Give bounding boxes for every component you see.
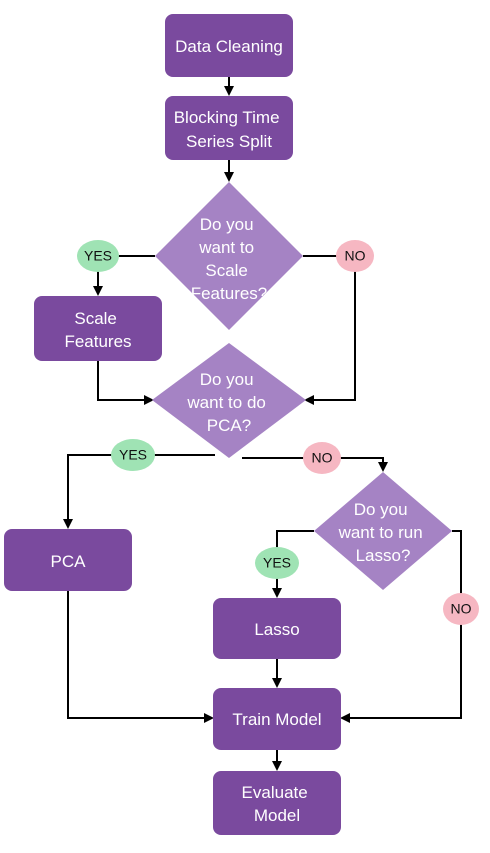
decision-pca-label: Do you want to do PCA?	[186, 370, 270, 435]
node-pca: PCA	[4, 529, 132, 591]
node-label-line: Do you	[200, 215, 254, 234]
decision-scale-features-label: Do you want to Scale Features?	[191, 215, 268, 303]
decision-lasso-label: Do you want to run Lasso?	[338, 500, 428, 565]
node-data-cleaning: Data Cleaning	[165, 14, 293, 77]
decision-lasso: Do you want to run Lasso?	[314, 472, 452, 590]
badge-yes-pca-label: YES	[119, 447, 147, 463]
decision-scale-features: Do you want to Scale Features?	[155, 182, 303, 330]
badge-yes-pca: YES	[111, 439, 155, 471]
decision-pca: Do you want to do PCA?	[152, 343, 306, 458]
node-label-line: Data Cleaning	[175, 37, 283, 56]
badge-yes-lasso-label: YES	[263, 555, 291, 571]
node-label-line: Features	[64, 332, 131, 351]
node-evaluate-model: Evaluate Model	[213, 771, 341, 835]
badge-no-pca: NO	[303, 442, 341, 474]
node-label-line: Lasso	[254, 620, 299, 639]
badge-yes-scale-label: YES	[84, 248, 112, 264]
edge-pca-to-train	[67, 591, 214, 723]
node-label-line: PCA	[51, 552, 87, 571]
node-label-line: Series Split	[186, 132, 272, 151]
badge-no-pca-label: NO	[312, 450, 333, 466]
node-label-line: Lasso?	[356, 546, 411, 565]
node-scale-features-label: Scale Features	[64, 309, 131, 351]
node-label-line: want to do	[186, 393, 265, 412]
badge-no-scale-label: NO	[345, 248, 366, 264]
edge-pca-yes	[63, 454, 215, 529]
node-lasso-label: Lasso	[254, 620, 299, 639]
node-lasso: Lasso	[213, 598, 341, 659]
node-label-line: Blocking Time	[174, 108, 280, 127]
node-label-line: want to run	[338, 523, 423, 542]
edge-scale-features-to-pca-question	[97, 361, 154, 405]
node-train-model: Train Model	[213, 688, 341, 750]
node-blocking-time-series-split: Blocking Time Series Split	[165, 96, 293, 160]
badge-no-lasso-label: NO	[451, 601, 472, 617]
node-blocking-split-label: Blocking Time Series Split	[174, 108, 285, 151]
badge-yes-scale: YES	[77, 240, 119, 272]
node-evaluate-model-label: Evaluate Model	[242, 783, 313, 825]
node-data-cleaning-label: Data Cleaning	[175, 37, 283, 56]
badge-no-scale: NO	[336, 240, 374, 272]
edge-pca-no	[242, 457, 388, 472]
node-label-line: Evaluate	[242, 783, 308, 802]
badge-no-lasso: NO	[443, 593, 479, 625]
node-label-line: Do you	[354, 500, 408, 519]
node-label-line: Features?	[191, 284, 268, 303]
node-label-line: Do you	[200, 370, 254, 389]
node-train-model-label: Train Model	[232, 710, 321, 729]
node-label-line: Train Model	[232, 710, 321, 729]
edge-scale-no	[303, 255, 356, 405]
node-pca-label: PCA	[51, 552, 87, 571]
node-scale-features: Scale Features	[34, 296, 162, 361]
node-label-line: PCA?	[207, 416, 251, 435]
node-label-line: Scale	[205, 261, 248, 280]
node-label-line: Model	[254, 806, 300, 825]
node-label-line: want to	[198, 238, 254, 257]
node-label-line: Scale	[74, 309, 117, 328]
badge-yes-lasso: YES	[255, 547, 299, 579]
